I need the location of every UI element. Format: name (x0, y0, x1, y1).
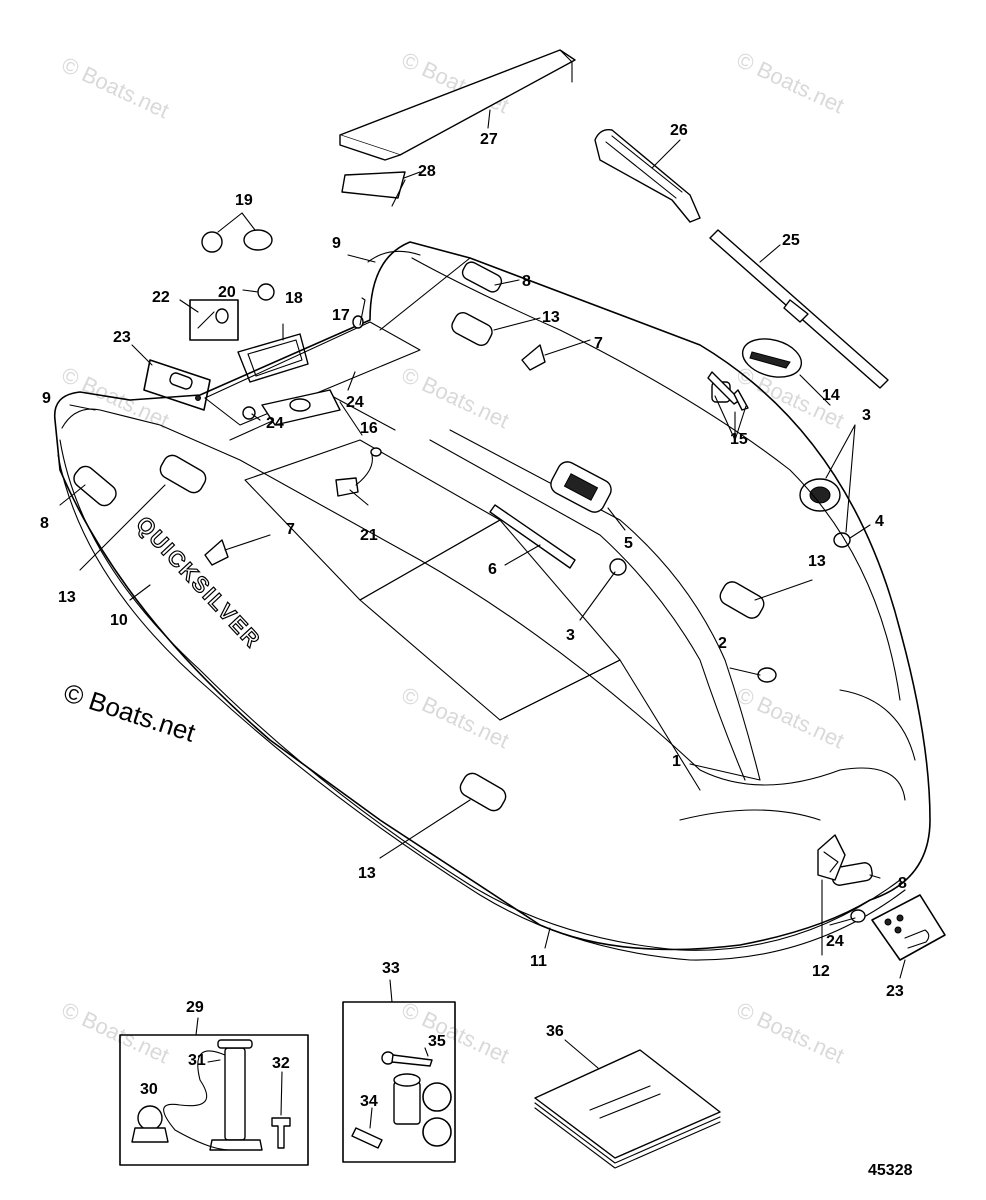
callout-30: 30 (140, 1081, 158, 1098)
callout-7-left: 7 (286, 521, 295, 538)
callout-9-left: 9 (42, 390, 51, 407)
callout-25: 25 (782, 232, 800, 249)
boat-hull (53, 241, 931, 961)
callout-23-right: 23 (886, 983, 904, 1000)
oar-shaft-part (709, 229, 889, 389)
callout-10: 10 (110, 612, 128, 629)
callout-13-bottom: 13 (358, 865, 376, 882)
callout-16: 16 (360, 420, 378, 437)
callout-labels: 27 28 26 25 19 9 8 20 22 18 17 13 23 7 9… (40, 122, 907, 1110)
callout-1: 1 (672, 753, 681, 770)
seat-part (339, 49, 576, 161)
callout-9-stern: 9 (332, 235, 341, 252)
handle-parts (73, 261, 873, 886)
callout-7-right: 7 (594, 335, 603, 352)
callout-21: 21 (360, 527, 378, 544)
oar-part (594, 129, 701, 223)
callout-3-center: 3 (566, 627, 575, 644)
callout-29: 29 (186, 999, 204, 1016)
callout-24-top: 24 (346, 394, 364, 411)
hardware-20-part (257, 283, 275, 301)
callout-22: 22 (152, 289, 170, 306)
hull-valve-parts (242, 315, 866, 923)
callout-12: 12 (812, 963, 830, 980)
callout-14: 14 (822, 387, 840, 404)
watermark: © Boats.net (398, 362, 513, 433)
oarlock-part (741, 338, 803, 378)
valve-part (799, 478, 851, 548)
plate-18-part (237, 333, 309, 383)
bow-logo-part (817, 834, 846, 881)
callout-33: 33 (382, 960, 400, 977)
patch-5-part (550, 461, 612, 513)
callout-20: 20 (218, 284, 236, 301)
d-ring-parts (204, 344, 546, 566)
callout-5: 5 (624, 535, 633, 552)
callout-8-left: 8 (40, 515, 49, 532)
kit-22-part (189, 299, 239, 341)
kit-23-right-part (871, 894, 946, 961)
watermark: © Boats.net (58, 997, 173, 1068)
callout-13-top: 13 (542, 309, 560, 326)
callout-2: 2 (718, 635, 727, 652)
callout-35: 35 (428, 1033, 446, 1050)
figure-number: 45328 (868, 1162, 913, 1179)
watermark: © Boats.net (733, 997, 848, 1068)
callout-24-left: 24 (266, 415, 284, 432)
watermark: © Boats.net (58, 52, 173, 123)
callout-26: 26 (670, 122, 688, 139)
callout-32: 32 (272, 1055, 290, 1072)
watermark: © Boats.net (733, 47, 848, 118)
callout-19: 19 (235, 192, 253, 209)
callout-18: 18 (285, 290, 303, 307)
pump-kit-box (119, 1034, 309, 1166)
callout-13-left: 13 (58, 589, 76, 606)
callout-8-right: 8 (522, 273, 531, 290)
callout-34: 34 (360, 1093, 378, 1110)
oarlock-pins-part (707, 371, 749, 411)
callout-11: 11 (530, 953, 547, 970)
callout-15: 15 (730, 431, 748, 448)
brand-text: QUICKSILVER (131, 511, 266, 653)
transom-plate-part (261, 389, 341, 426)
callout-31: 31 (188, 1052, 206, 1069)
storage-bag-part (534, 1049, 721, 1169)
leader-lines (59, 109, 906, 1129)
callout-6: 6 (488, 561, 497, 578)
callout-36: 36 (546, 1023, 564, 1040)
repair-kit-box (342, 1001, 456, 1163)
watermark: © Boats.net (398, 682, 513, 753)
valve-21-part (335, 447, 382, 497)
callout-4: 4 (875, 513, 884, 530)
callout-28: 28 (418, 163, 436, 180)
callout-3-right: 3 (862, 407, 871, 424)
seat-bracket-part (341, 171, 406, 207)
copyright-text: © Boats.net (60, 677, 200, 748)
callout-24-bow: 24 (826, 933, 844, 950)
callout-27: 27 (480, 131, 498, 148)
kit-23-left-part (143, 359, 211, 411)
hardware-19-part (201, 229, 273, 253)
callout-23-left: 23 (113, 329, 131, 346)
callout-8-bow: 8 (898, 875, 907, 892)
callout-13-right: 13 (808, 553, 826, 570)
callout-17: 17 (332, 307, 350, 324)
